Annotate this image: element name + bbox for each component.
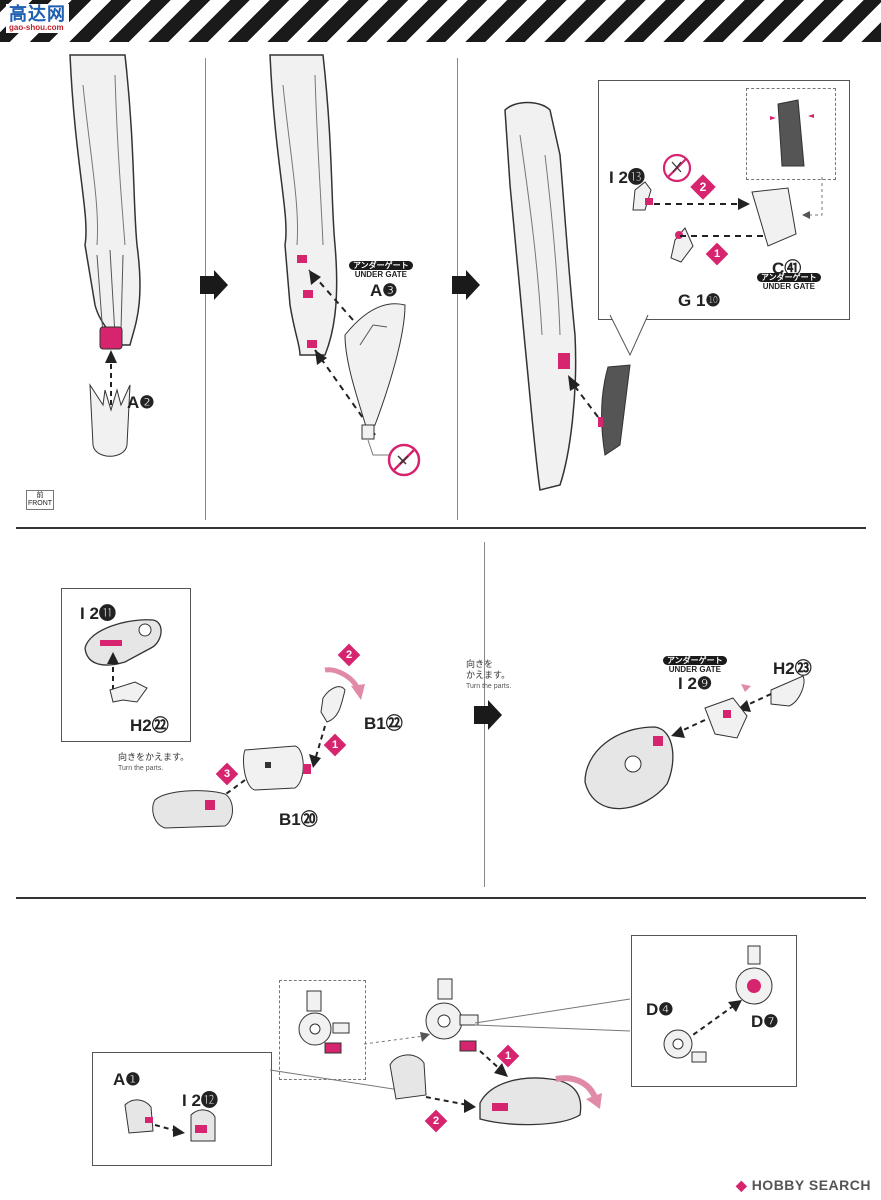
inset-assembly-arrows <box>650 180 810 260</box>
arm-assembly-step2 <box>145 640 405 840</box>
step-arrow-3 <box>474 700 504 730</box>
step-arrow-1 <box>200 270 230 300</box>
section-divider-1 <box>16 527 866 529</box>
joint-closeup <box>285 985 365 1075</box>
part-label-a3: A❸ <box>370 281 398 301</box>
part-label-d7: D❼ <box>751 1012 779 1032</box>
section-divider-2 <box>16 897 866 899</box>
part-label-i2-13: I 2⓭ <box>609 163 645 188</box>
part-label-g1-10: G 1❿ <box>678 291 721 311</box>
hand-assembly-step2 <box>575 672 815 822</box>
part-label-b1-22: B1㉒ <box>364 709 403 734</box>
part-label-d4: D❹ <box>646 1000 674 1020</box>
turn-note-2: 向きを かえます。 Turn the parts. <box>466 659 511 692</box>
leg-illustration-1 <box>55 45 205 525</box>
under-gate-tag-a3: アンダーゲート UNDER GATE <box>349 261 413 279</box>
part-label-b1-20: B1⑳ <box>279 805 318 830</box>
front-badge: 前 FRONT <box>26 490 54 510</box>
part-label-a2: A❷ <box>127 393 155 413</box>
part-c41-closeup <box>770 96 830 176</box>
step-arrow-2 <box>452 270 482 300</box>
hazard-stripe-header <box>0 0 881 42</box>
inset-dotted-link <box>800 175 830 255</box>
inset-callout-pointer <box>600 315 660 365</box>
under-gate-tag-c41: アンダーゲート UNDER GATE <box>757 273 821 291</box>
inset-toe-parts <box>115 1095 265 1155</box>
no-cut-icon-1 <box>386 442 422 478</box>
part-label-a1: A❶ <box>113 1070 141 1090</box>
inset-callout-line-right <box>475 995 635 1035</box>
hobby-search-watermark: ◆ HOBBY SEARCH <box>736 1177 871 1194</box>
site-logo: 高达网 gao-shou.com <box>6 4 69 33</box>
